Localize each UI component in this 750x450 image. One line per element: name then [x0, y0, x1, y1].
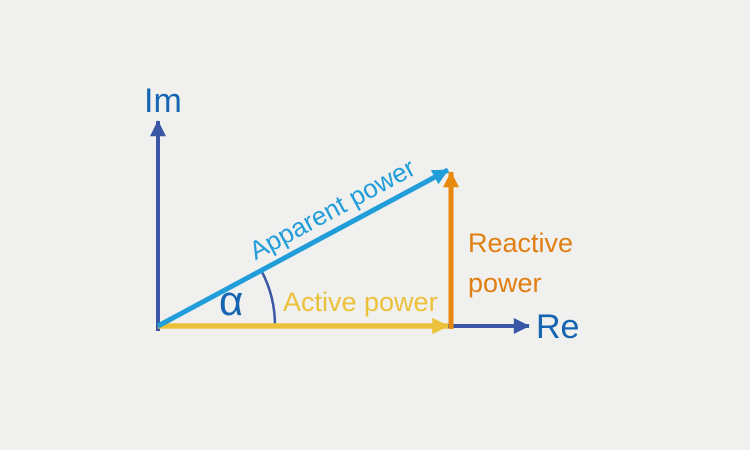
- angle-alpha-label: α: [219, 277, 244, 324]
- active-power-label: Active power: [283, 287, 438, 317]
- re-axis-label: Re: [536, 308, 580, 346]
- im-axis-label: Im: [144, 82, 182, 120]
- angle-arc: [259, 269, 277, 327]
- reactive-power-label: Reactive power: [468, 228, 574, 298]
- apparent-power-vector: [156, 167, 450, 329]
